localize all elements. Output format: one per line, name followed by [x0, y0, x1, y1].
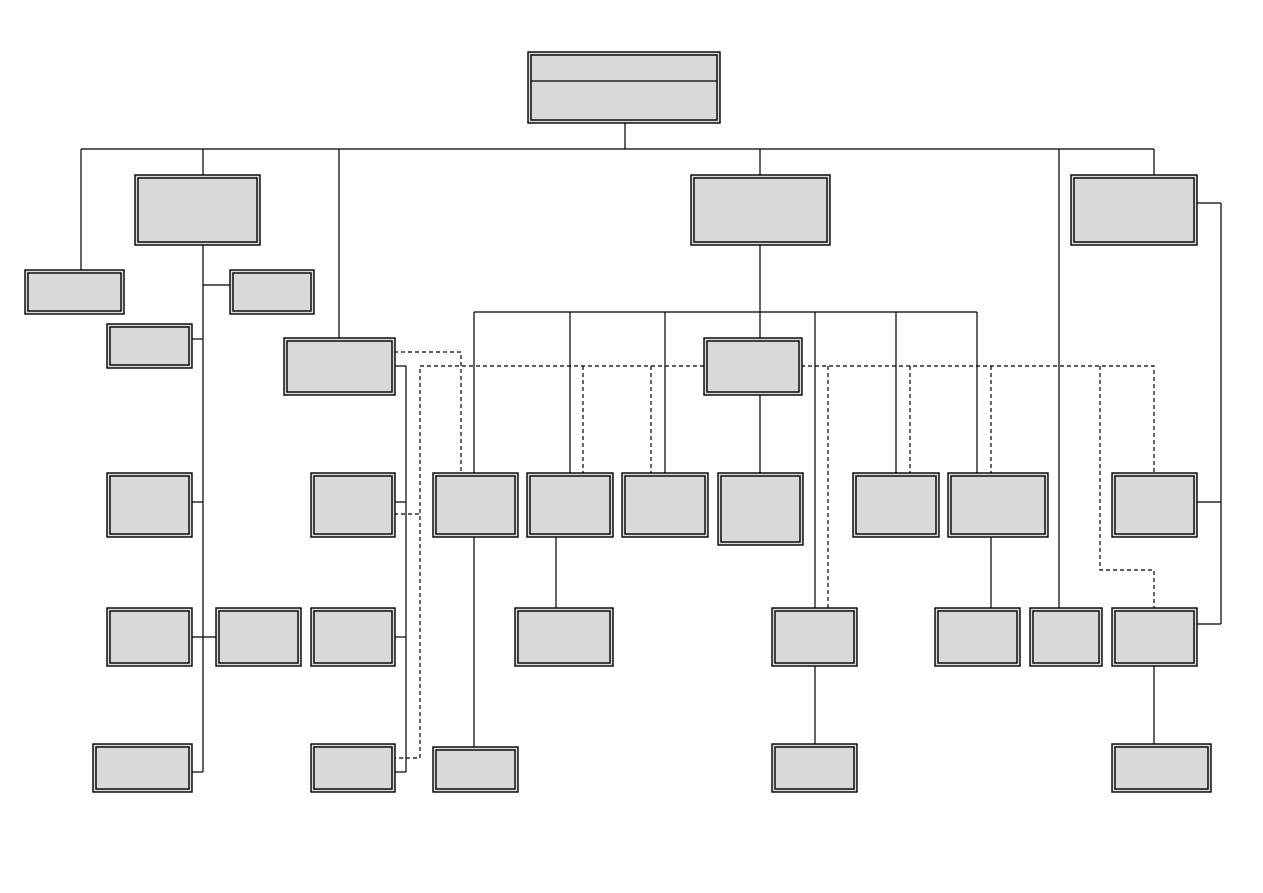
right-head-box [1070, 174, 1198, 246]
center-row-3-box [621, 472, 709, 538]
right-l2-2-box [1111, 607, 1198, 667]
mid-left-2-box [310, 607, 396, 667]
center-l2-2-box [771, 607, 858, 667]
solid-connectors [80, 122, 1222, 773]
center-l2-1-box [514, 607, 614, 667]
left-sub-3b-box [215, 607, 302, 667]
center-head-box [690, 174, 831, 246]
left-head-box [134, 174, 261, 246]
mid-left-3-box [310, 743, 396, 793]
left-sub-right-box [229, 269, 315, 315]
center-row-1-box [432, 472, 519, 538]
dashed-line [394, 365, 704, 759]
left-sub-3-box [106, 607, 193, 667]
center-mid-box [703, 337, 803, 396]
center-l2-3-box [934, 607, 1021, 667]
center-row-2-box [526, 472, 614, 538]
mid-left-1-box [310, 472, 396, 538]
org-boxes [24, 51, 1212, 793]
center-row-5-box [852, 472, 940, 538]
left-side-1-box [24, 269, 125, 315]
left-sub-2-box [106, 472, 193, 538]
center-row-4-box [717, 472, 804, 546]
dashed-line [394, 351, 462, 474]
center-row-6-box [947, 472, 1049, 538]
left-sub-1-box [106, 323, 193, 369]
center-l3-2-box [771, 743, 858, 793]
right-row-1-box [1111, 472, 1198, 538]
root-box [527, 51, 721, 124]
center-l3-1-box [432, 746, 519, 793]
right-l2-1-box [1029, 607, 1103, 667]
dashed-line [1099, 366, 1155, 609]
dashed-connectors [394, 351, 1155, 759]
left-sub-4-box [92, 743, 193, 793]
right-l3-1-box [1111, 743, 1212, 793]
dashed-line [801, 365, 1155, 474]
mid-left-head-box [283, 337, 396, 396]
